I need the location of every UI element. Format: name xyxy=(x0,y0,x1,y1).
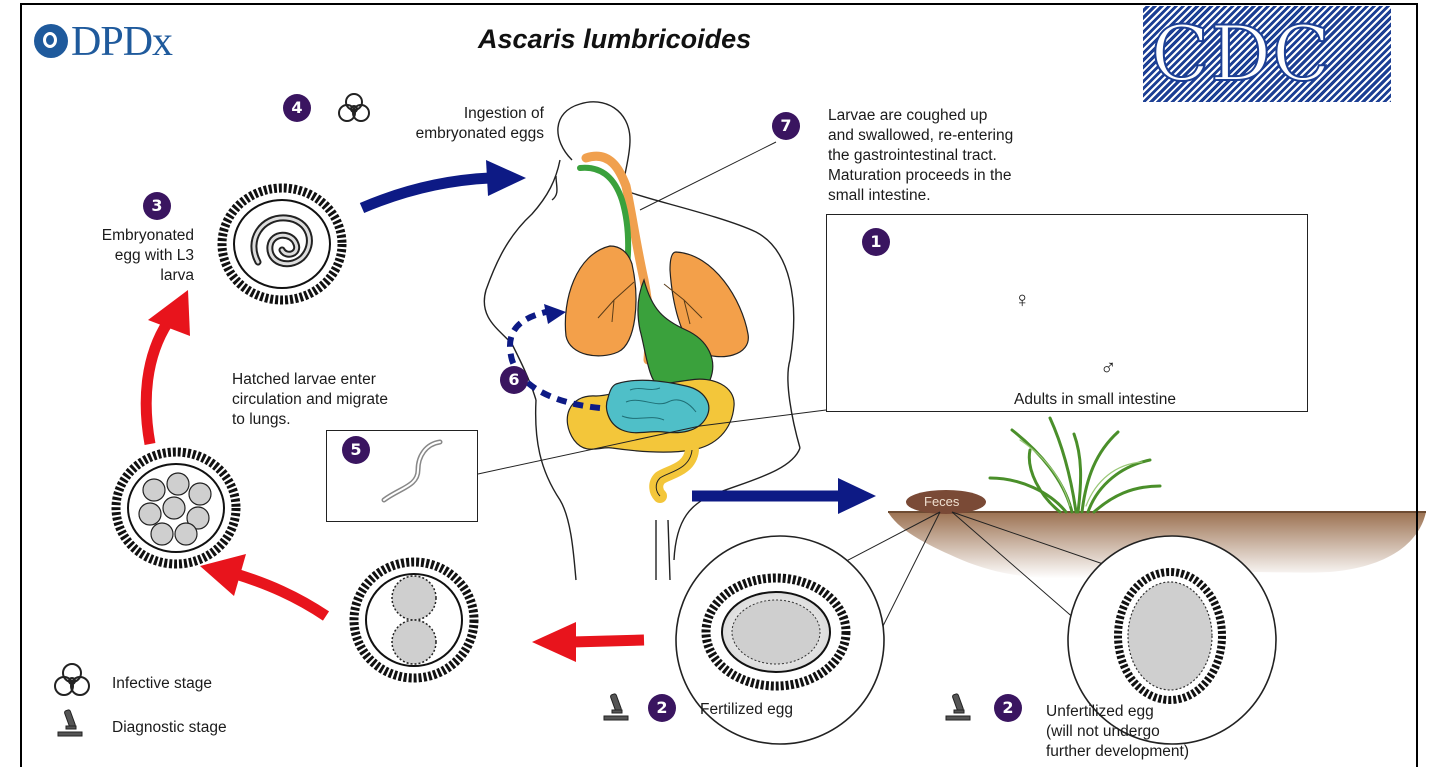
female-symbol: ♀ xyxy=(1014,290,1031,310)
stage-1-label: Adults in small intestine xyxy=(1014,390,1176,410)
legend-infective-label: Infective stage xyxy=(112,674,212,694)
stage-4-label: Ingestion of embryonated eggs xyxy=(332,104,544,144)
stage-6-label: Hatched larvae enter circulation and mig… xyxy=(232,370,388,430)
microscope-icon-stage2a xyxy=(604,693,628,720)
grass xyxy=(990,418,1160,512)
stage-3-badge: 3 xyxy=(143,192,171,220)
adult-worms-box xyxy=(826,214,1308,412)
microscope-icon-stage2b xyxy=(946,693,970,720)
dpdx-logo: DPDx xyxy=(34,18,172,66)
stage-5-badge: 5 xyxy=(342,436,370,464)
microscope-icon-legend xyxy=(58,709,82,736)
red-arrow-morula-to-embryonated xyxy=(146,322,168,444)
legend-diagnostic-label: Diagnostic stage xyxy=(112,718,227,738)
stage-4-badge: 4 xyxy=(283,94,311,122)
feces-label: Feces xyxy=(924,492,959,512)
cdc-logo: CDC xyxy=(1143,6,1391,102)
stage-2a-badge: 2 xyxy=(648,694,676,722)
diagram-title: Ascaris lumbricoides xyxy=(478,24,751,55)
stage-7-label: Larvae are coughed up and swallowed, re-… xyxy=(828,106,1013,206)
red-arrow-unemb-to-2cell xyxy=(572,640,644,642)
stage-2b-label: Unfertilized egg (will not undergo furth… xyxy=(1046,702,1189,762)
stage-6-badge: 6 xyxy=(500,366,528,394)
embryonated-egg-drawing xyxy=(222,188,342,300)
red-arrow-2cell-to-morula xyxy=(236,574,326,616)
cdc-logo-text: CDC xyxy=(1151,12,1331,96)
stage-2b-badge: 2 xyxy=(994,694,1022,722)
left-lung xyxy=(565,246,636,356)
dpdx-logo-text: DPDx xyxy=(71,19,172,65)
morula-egg-drawing xyxy=(116,452,236,564)
stage-7-badge: 7 xyxy=(772,112,800,140)
stage-2a-label: Fertilized egg xyxy=(700,700,793,720)
biohazard-icon-legend xyxy=(55,664,89,695)
stage-3-label: Embryonated egg with L3 larva xyxy=(30,226,194,286)
arrow-to-mouth xyxy=(362,178,490,208)
two-cell-egg-drawing xyxy=(354,562,474,678)
stage-1-badge: 1 xyxy=(862,228,890,256)
male-symbol: ♂ xyxy=(1100,358,1117,378)
dpdx-logo-mark xyxy=(34,24,68,58)
